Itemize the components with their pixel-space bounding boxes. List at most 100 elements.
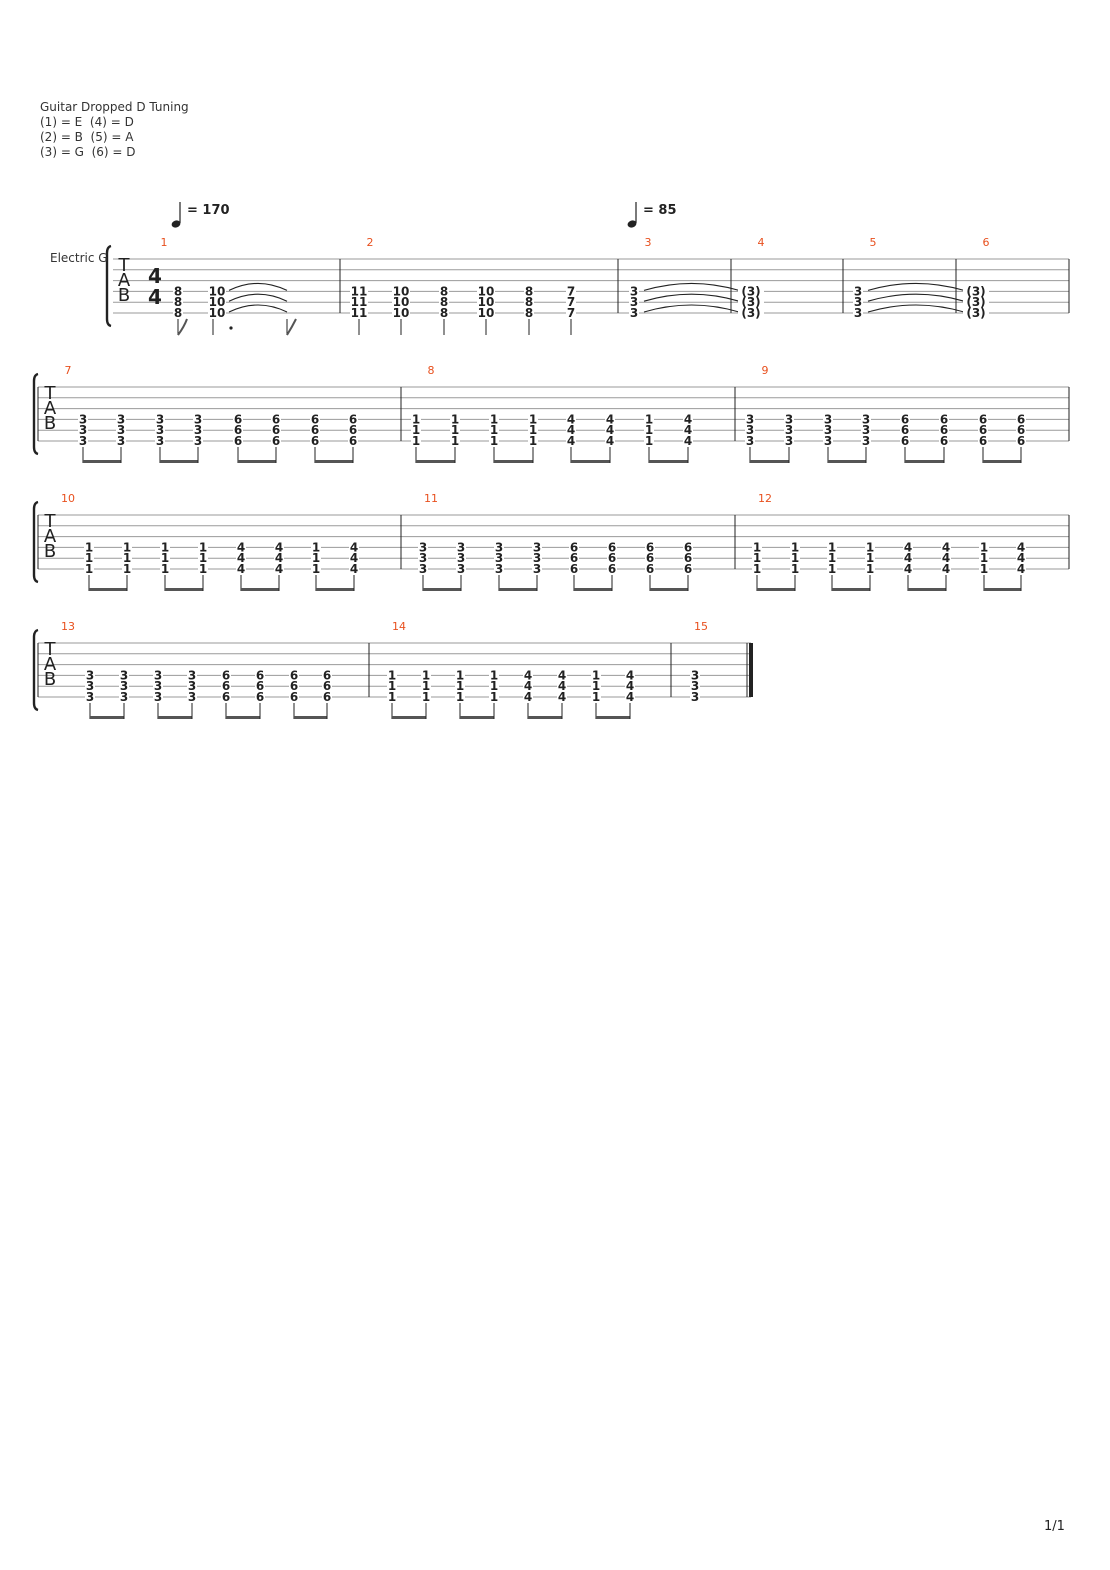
fret-number: 6 — [901, 412, 909, 426]
fret-number: 4 — [275, 540, 283, 554]
fret-number: 3 — [533, 551, 541, 565]
tab-clef-letter: B — [118, 285, 130, 306]
fret-number: 3 — [630, 284, 638, 298]
fret-bg — [233, 436, 243, 447]
fret-bg — [861, 436, 871, 447]
fret-number: 3 — [785, 423, 793, 437]
fret-bg — [629, 286, 639, 298]
beam — [757, 588, 795, 591]
beam — [905, 460, 944, 463]
fret-bg — [528, 436, 538, 447]
fret-number: 8 — [440, 295, 448, 309]
fret-number: 3 — [188, 668, 196, 682]
fret-bg — [523, 670, 533, 682]
fret-bg — [566, 308, 576, 319]
fret-bg — [421, 670, 431, 682]
fret-number: 1 — [828, 562, 836, 576]
fret-number: 3 — [854, 284, 862, 298]
fret-bg — [941, 542, 951, 554]
fret-number: 8 — [174, 284, 182, 298]
fret-bg — [532, 553, 542, 565]
fret-number: 6 — [349, 412, 357, 426]
measure-number: 7 — [65, 364, 72, 377]
fret-bg — [84, 564, 94, 575]
fret-number: 3 — [824, 434, 832, 448]
fret-bg — [289, 692, 299, 703]
fret-bg — [193, 414, 203, 426]
fret-number: 1 — [490, 412, 498, 426]
fret-bg — [489, 414, 499, 426]
tab-clef-letter: T — [44, 639, 57, 660]
fret-bg — [221, 681, 231, 693]
measure-number: 5 — [870, 236, 877, 249]
fret-number: 11 — [351, 284, 368, 298]
fret-bg — [160, 542, 170, 554]
fret-number: 1 — [456, 679, 464, 693]
fret-bg — [187, 681, 197, 693]
fret-bg — [494, 564, 504, 575]
tie — [228, 293, 288, 302]
fret-bg — [392, 297, 410, 309]
fret-bg — [455, 681, 465, 693]
fret-number: 3 — [630, 306, 638, 320]
fret-number: 6 — [290, 679, 298, 693]
fret-number: 6 — [234, 434, 242, 448]
fret-bg — [607, 564, 617, 575]
beam — [316, 588, 354, 591]
fret-number: 1 — [412, 423, 420, 437]
fret-bg — [122, 564, 132, 575]
fret-number: 4 — [904, 540, 912, 554]
fret-bg — [591, 692, 601, 703]
tab-clef-letter: B — [44, 669, 56, 690]
tie — [643, 293, 740, 302]
fret-bg — [823, 414, 833, 426]
fret-number: 1 — [791, 562, 799, 576]
beam — [908, 588, 946, 591]
fret-bg — [790, 564, 800, 575]
fret-number: 3 — [533, 562, 541, 576]
fret-number: 3 — [86, 679, 94, 693]
fret-number: 7 — [567, 295, 575, 309]
fret-bg — [322, 692, 332, 703]
fret-bg — [963, 308, 989, 319]
fret-number: 1 — [592, 679, 600, 693]
fret-bg — [255, 681, 265, 693]
fret-bg — [528, 425, 538, 437]
fret-bg — [557, 670, 567, 682]
fret-bg — [566, 414, 576, 426]
fret-bg — [690, 692, 700, 703]
fret-bg — [524, 297, 534, 309]
fret-number: 4 — [606, 423, 614, 437]
fret-bg — [557, 681, 567, 693]
fret-bg — [160, 553, 170, 565]
tab-clef-letter: B — [44, 413, 56, 434]
fret-number: 4 — [350, 562, 358, 576]
fret-bg — [311, 542, 321, 554]
fret-number: 8 — [525, 284, 533, 298]
fret-bg — [745, 414, 755, 426]
fret-number: 1 — [753, 551, 761, 565]
fret-bg — [690, 681, 700, 693]
fret-number: 6 — [570, 540, 578, 554]
fret-bg — [153, 681, 163, 693]
fret-bg — [233, 414, 243, 426]
fret-number: 6 — [901, 434, 909, 448]
fret-number: 1 — [422, 679, 430, 693]
fret-bg — [569, 553, 579, 565]
fret-number: 1 — [592, 690, 600, 704]
fret-bg — [752, 564, 762, 575]
beam — [90, 716, 124, 719]
fret-bg — [569, 542, 579, 554]
fret-number: 3 — [457, 540, 465, 554]
fret-number: 3 — [419, 562, 427, 576]
fret-bg — [349, 564, 359, 575]
fret-number: 3 — [495, 551, 503, 565]
fret-bg — [116, 414, 126, 426]
fret-bg — [198, 553, 208, 565]
fret-number: 6 — [608, 540, 616, 554]
fret-bg — [683, 553, 693, 565]
fret-bg — [865, 542, 875, 554]
fret-bg — [605, 414, 615, 426]
fret-number: 6 — [646, 551, 654, 565]
fret-bg — [591, 681, 601, 693]
